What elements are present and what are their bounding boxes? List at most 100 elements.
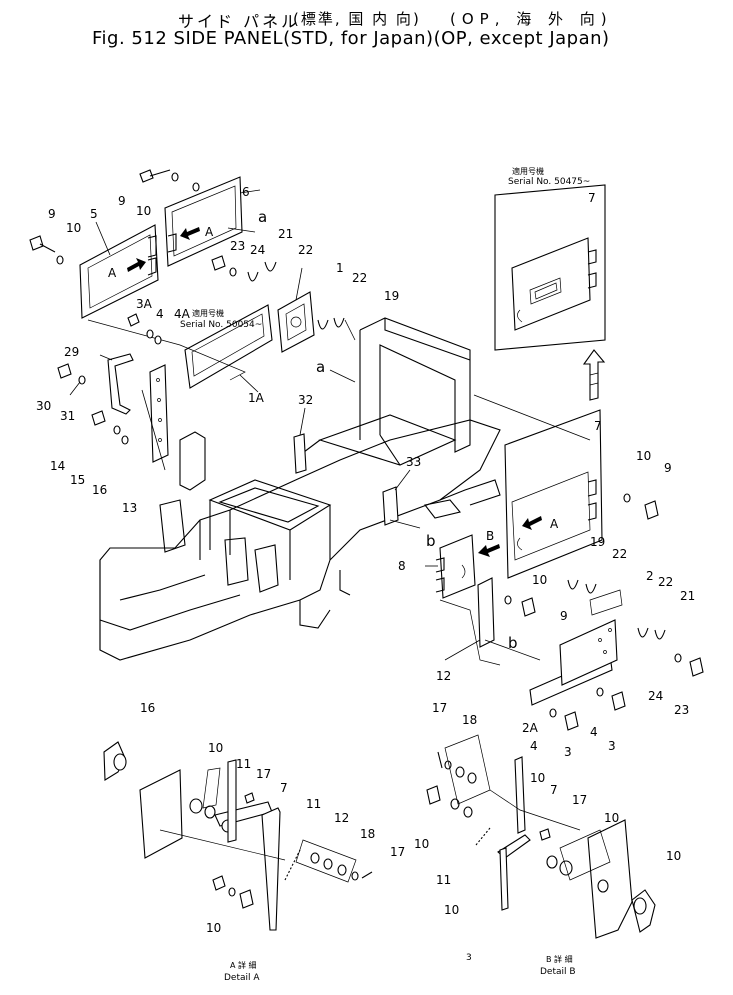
bracket-33 [382, 486, 399, 526]
label-26b: 22 [352, 271, 367, 285]
label-12f: 10 [666, 849, 681, 863]
label-32: 32 [298, 393, 313, 407]
figure-number: Fig. 512 [92, 28, 168, 49]
label-28: 24 [250, 243, 265, 257]
detail-b-en: Detail B [540, 967, 576, 977]
label-21a: 17 [256, 767, 271, 781]
panel-7-lower: A [504, 409, 603, 579]
title-english: Fig. 512 SIDE PANEL(STD, for Japan)(OP, … [92, 28, 610, 49]
label-9c: 9 [664, 461, 672, 475]
label-19: 15 [70, 473, 85, 487]
serial-note-1-jp: 適用号機 [192, 308, 224, 318]
detail-b-jp: B 詳 細 [546, 954, 573, 964]
svg-text:B: B [486, 529, 494, 543]
label-26c: 22 [612, 547, 627, 561]
panel-6: A [164, 176, 243, 267]
page-mark: 3 [466, 953, 472, 963]
label-27b: 23 [674, 703, 689, 717]
label-24b: 19 [590, 535, 605, 549]
label-23b: 18 [462, 713, 477, 727]
label-9b: 9 [48, 207, 56, 221]
figure-name: SIDE PANEL [173, 28, 284, 49]
title-jp-op: (OP, 海 外 向) [450, 10, 613, 28]
section-b-mid: b [426, 532, 436, 550]
serial-notes: 適用号機 Serial No. 50054~ 適用号機 Serial No. 5… [180, 166, 590, 330]
panel-1a [87, 304, 273, 389]
label-14b: 10 [444, 903, 459, 917]
serial-inset-box [494, 184, 606, 401]
detail-a-jp: A 詳 細 [230, 960, 257, 970]
title-op: (OP, except Japan) [433, 28, 610, 49]
section-b-right: b [508, 634, 518, 652]
label-12d: 10 [604, 811, 619, 825]
label-1a: 1A [248, 391, 265, 405]
svg-text:A: A [205, 225, 214, 239]
label-10c: 10 [636, 449, 651, 463]
label-11b: 7 [550, 783, 558, 797]
label-13a: 11 [236, 757, 251, 771]
bracket-16 [439, 577, 501, 666]
label-10d: 10 [532, 573, 547, 587]
label-6: 6 [242, 185, 250, 199]
label-33: 33 [406, 455, 421, 469]
detail-b-drawing [426, 734, 656, 939]
label-10: 10 [136, 204, 151, 218]
label-5: 5 [90, 207, 98, 221]
label-30: 30 [36, 399, 51, 413]
label-11a: 7 [280, 781, 288, 795]
label-24: 19 [384, 289, 399, 303]
label-25: 21 [278, 227, 293, 241]
label-28b: 24 [648, 689, 663, 703]
label-2: 2 [646, 569, 654, 583]
label-20: 16 [92, 483, 107, 497]
label-18: 14 [50, 459, 65, 473]
label-26d: 22 [658, 575, 673, 589]
label-4c: 4 [590, 725, 598, 739]
bracket-32 [293, 433, 307, 474]
chassis-frame [99, 317, 501, 661]
label-3a: 3A [136, 297, 153, 311]
title-japanese: サイド パネル [178, 8, 300, 32]
label-7: 7 [594, 419, 602, 433]
label-25b: 21 [680, 589, 695, 603]
label-3: 3 [564, 745, 572, 759]
detail-captions: A 詳 細 Detail A B 詳 細 Detail B 3 [224, 953, 576, 983]
label-4b: 4 [530, 739, 538, 753]
label-7-inset: 7 [588, 191, 596, 205]
label-21b: 17 [572, 793, 587, 807]
serial-note-1-en: Serial No. 50054~ [180, 320, 262, 330]
section-a-top: a [258, 208, 267, 226]
label-23a: 18 [360, 827, 375, 841]
panel-5: A [79, 224, 159, 319]
fasteners [29, 169, 704, 731]
title-std: (STD, for Japan) [283, 28, 434, 49]
serial-note-2-en: Serial No. 50475~ [508, 177, 590, 187]
label-13b: 11 [306, 797, 321, 811]
label-12a: 16 [140, 701, 155, 715]
panel-2 [529, 589, 623, 706]
label-2a: 2A [522, 721, 539, 735]
label-9: 9 [118, 194, 126, 208]
label-27: 23 [230, 239, 245, 253]
label-22b: 17 [432, 701, 447, 715]
label-1: 1 [336, 261, 344, 275]
label-22a: 17 [390, 845, 405, 859]
leader-lines [69, 189, 591, 661]
detail-a-drawing [103, 741, 373, 931]
label-12e: 10 [414, 837, 429, 851]
panel-1 [277, 291, 315, 353]
title-jp-std: (標準, 国 内 向) [293, 10, 421, 28]
panel-8: B [435, 529, 500, 599]
label-14a: 10 [530, 771, 545, 785]
label-12c: 10 [206, 921, 221, 935]
svg-text:A: A [108, 266, 117, 280]
label-9d: 9 [560, 609, 568, 623]
serial-note-2-jp: 適用号機 [512, 166, 544, 176]
label-16: 12 [436, 669, 451, 683]
label-15a: 12 [334, 811, 349, 825]
label-31: 31 [60, 409, 75, 423]
detail-a-en: Detail A [224, 973, 260, 983]
label-17: 13 [122, 501, 137, 515]
